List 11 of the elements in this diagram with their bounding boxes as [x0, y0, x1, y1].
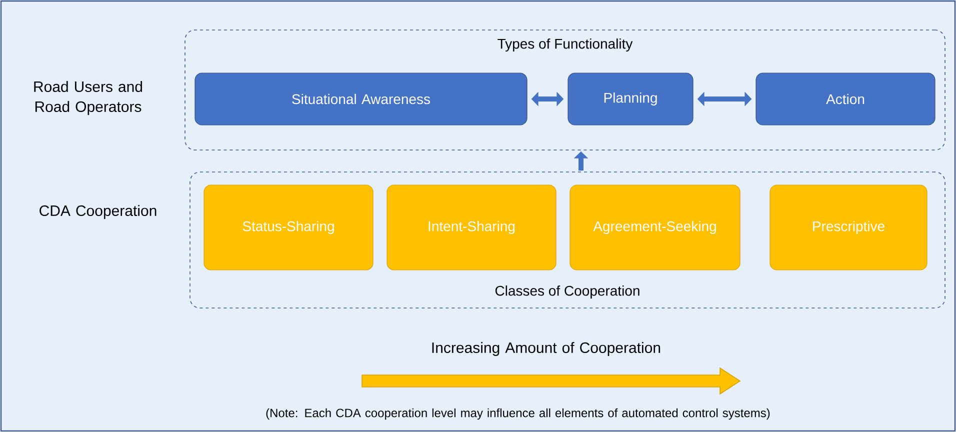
function-box: Situational Awareness	[194, 72, 528, 126]
category-box: Agreement-Seeking	[570, 184, 740, 270]
row-label: CDA Cooperation	[40, 205, 156, 219]
function-box: Action	[756, 72, 936, 126]
category-box: Status-Sharing	[204, 184, 374, 270]
category-box: Prescriptive	[770, 184, 928, 270]
note-text: (Note: Each CDA cooperation level may influence all elements of automated control systems)	[266, 408, 770, 420]
function-box: Planning	[568, 72, 694, 126]
category-box: Intent-Sharing	[386, 184, 556, 270]
axis-label: Increasing Amount of Cooperation	[432, 342, 660, 356]
row-label: Road Users and Road Operators	[34, 81, 142, 115]
